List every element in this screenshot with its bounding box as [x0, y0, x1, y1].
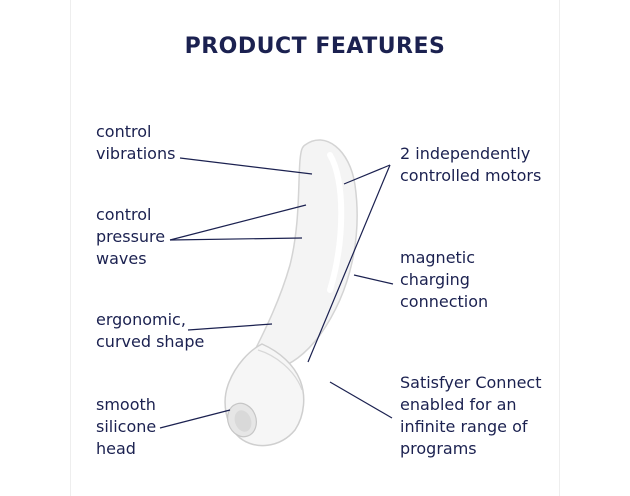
- page-title: PRODUCT FEATURES: [184, 34, 446, 59]
- callout-line-connect: [329, 381, 393, 419]
- label-app-connect: Satisfyer Connect enabled for an infinit…: [400, 373, 542, 458]
- left-divider: [70, 0, 71, 496]
- product-body: [254, 139, 358, 369]
- callout-line-motors-1: [343, 164, 391, 185]
- label-control-vibrations: control vibrations: [96, 122, 176, 163]
- callout-line-head: [159, 409, 231, 429]
- label-silicone-head: smooth silicone head: [96, 395, 157, 458]
- callout-lines: [159, 157, 394, 429]
- suction-opening-inner: [234, 410, 252, 432]
- callout-line-pressure-1: [169, 204, 307, 241]
- right-divider: [559, 0, 560, 496]
- label-charging: magnetic charging connection: [400, 248, 489, 311]
- product-illustration: [224, 139, 358, 447]
- product-head-seam: [257, 349, 303, 391]
- label-control-pressure-waves: control pressure waves: [96, 205, 166, 268]
- callout-line-ergonomic: [187, 323, 273, 331]
- label-motors: 2 independently controlled motors: [400, 144, 542, 185]
- callout-line-motors-2: [307, 164, 391, 363]
- callout-line-pressure-2: [169, 237, 303, 241]
- product-highlight: [327, 152, 345, 293]
- callout-line-vibrations: [179, 157, 313, 175]
- label-ergonomic-shape: ergonomic, curved shape: [96, 310, 205, 351]
- callout-line-charging: [353, 274, 394, 285]
